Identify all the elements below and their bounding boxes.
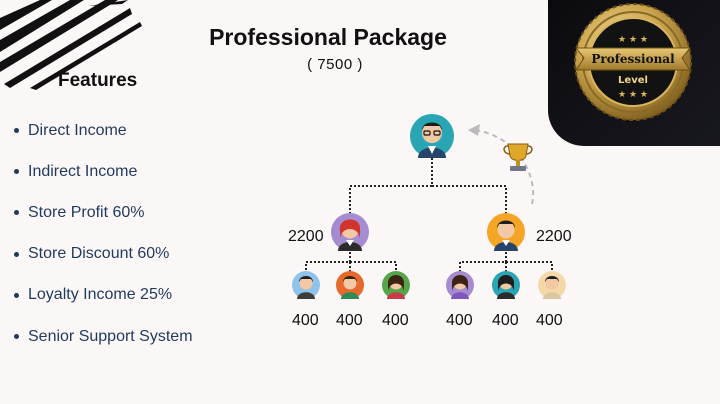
package-price: ( 7500 ) [307,56,363,73]
level-badge-panel: ★ ★ ★ Professional Level ★ ★ ★ [548,0,720,146]
brush-stroke-decoration [0,0,142,90]
right-member-avatar [487,213,525,251]
arrow-head-icon [468,124,480,136]
referral-tree-diagram [292,114,566,299]
child-avatar [292,271,320,299]
bullet-icon [14,251,19,257]
svg-text:★ ★ ★: ★ ★ ★ [618,90,648,100]
bullet-icon [14,128,19,134]
features-list: Direct Income Indirect Income Store Prof… [14,110,193,357]
promotion-arrow [475,129,535,205]
badge-line2: Level [618,75,648,86]
tree-connectors [305,158,553,272]
feature-item: Direct Income [14,110,193,151]
child-amount: 400 [382,312,409,329]
left-member-avatar [331,213,369,251]
feature-label: Senior Support System [28,327,193,345]
child-amount: 400 [336,312,363,329]
svg-text:★ ★ ★: ★ ★ ★ [618,35,648,45]
features-heading: Features [58,70,138,91]
package-title: Professional Package [209,24,447,50]
left-branch-amount: 2200 [288,228,324,245]
feature-label: Store Profit 60% [28,203,145,221]
bullet-icon [14,292,19,298]
bullet-icon [14,210,19,216]
trophy-icon [503,143,533,171]
child-avatar [446,271,474,299]
feature-item: Loyalty Income 25% [14,275,193,316]
child-amount: 400 [492,312,519,329]
child-avatar [336,271,364,299]
bullet-icon [14,334,19,340]
feature-item: Indirect Income [14,151,193,192]
top-member-avatar [410,114,454,158]
bullet-icon [14,169,19,175]
professional-level-badge-icon: ★ ★ ★ Professional Level ★ ★ ★ [574,3,692,121]
feature-item: Store Profit 60% [14,192,193,233]
child-amount: 400 [292,312,319,329]
child-avatar [492,271,520,299]
child-amount: 400 [446,312,473,329]
child-avatar [382,271,410,299]
feature-item: Store Discount 60% [14,234,193,275]
right-branch-amount: 2200 [536,228,572,245]
feature-label: Indirect Income [28,162,138,180]
child-avatar [538,271,566,299]
feature-label: Loyalty Income 25% [28,286,173,304]
child-amount: 400 [536,312,563,329]
badge-line1: Professional [591,52,675,66]
feature-label: Direct Income [28,121,127,139]
feature-label: Store Discount 60% [28,245,170,263]
feature-item: Senior Support System [14,316,193,357]
